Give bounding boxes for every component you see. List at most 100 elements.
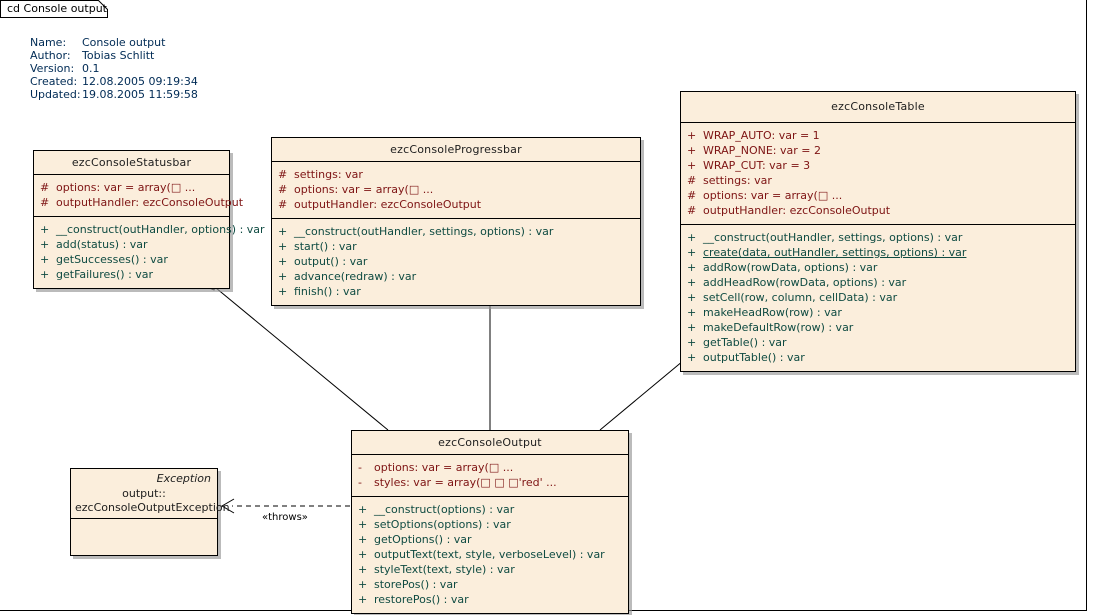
attribute-text: outputHandler: ezcConsoleOutput [703,204,891,217]
meta-key-version: Version: [30,62,75,75]
visibility-marker: # [278,198,288,211]
operation-row: + getTable() : var [681,335,1075,350]
attribute-row: + WRAP_NONE: var = 2 [681,143,1075,158]
attribute-text: options: var = array(□ ... [374,461,514,474]
class-title-ezcconsoleoutputexception: ezcConsoleOutputException [71,500,230,519]
operation-row: + __construct(outHandler, settings, opti… [272,224,640,239]
attribute-row: + WRAP_AUTO: var = 1 [681,128,1075,143]
operation-text: setOptions(options) : var [374,518,511,531]
operation-row: + add(status) : var [34,237,229,252]
operation-row: + makeHeadRow(row) : var [681,305,1075,320]
attribute-text: outputHandler: ezcConsoleOutput [294,198,482,211]
visibility-marker: # [278,183,288,196]
operation-text: storePos() : var [374,578,458,591]
meta-row-version: Version: 0.1 [30,62,198,75]
attribute-row: # settings: var [681,173,1075,188]
meta-row-created: Created: 12.08.2005 09:19:34 [30,75,198,88]
meta-row-author: Author: Tobias Schlitt [30,49,198,62]
operation-row: + outputTable() : var [681,350,1075,365]
operation-text: setCell(row, column, cellData) : var [703,291,898,304]
meta-value-name: Console output [82,36,166,49]
operation-row: + getFailures() : var [34,267,229,282]
class-operations-ezcconsolestatusbar: + __construct(outHandler, options) : var… [34,217,265,288]
visibility-marker: + [687,261,697,274]
operation-text: restorePos() : var [374,593,469,606]
operation-text: addRow(rowData, options) : var [703,261,878,274]
visibility-marker: + [687,129,697,142]
attribute-row: # options: var = array(□ ... [681,188,1075,203]
attribute-text: options: var = array(□ ... [703,189,843,202]
visibility-marker: # [687,189,697,202]
diagram-tab-label: cd Console output [7,2,107,15]
operation-text: addHeadRow(rowData, options) : var [703,276,907,289]
attribute-text: settings: var [703,174,772,187]
meta-value-created: 12.08.2005 09:19:34 [82,75,198,88]
visibility-marker: # [687,174,697,187]
operation-text: advance(redraw) : var [294,270,417,283]
operation-text: getSuccesses() : var [56,253,168,266]
meta-key-name: Name: [30,36,67,49]
attribute-row: - styles: var = array(□ □ □'red' ... [352,475,628,490]
attribute-row: # options: var = array(□ ... [272,182,640,197]
aggregation-line-statusbar-output [215,287,389,431]
operation-row: + __construct(outHandler, options) : var [34,222,265,237]
operation-text: __construct(outHandler, settings, option… [703,231,963,244]
operation-row: + addRow(rowData, options) : var [681,260,1075,275]
visibility-marker: + [358,593,368,606]
operation-row: + finish() : var [272,284,640,299]
class-box-ezcconsoletable[interactable]: ezcConsoleTable + WRAP_AUTO: var = 1 + W… [680,91,1076,372]
operation-text: add(status) : var [56,238,148,251]
meta-value-version: 0.1 [82,62,100,75]
operation-row: + create(data, outHandler, settings, opt… [681,245,1075,260]
visibility-marker: + [687,231,697,244]
operation-text: makeHeadRow(row) : var [703,306,842,319]
operation-row: + storePos() : var [352,577,628,592]
visibility-marker: + [358,518,368,531]
visibility-marker: + [687,291,697,304]
class-attributes-ezcconsoleoutput: - options: var = array(□ ... - styles: v… [352,455,628,497]
visibility-marker: + [40,238,50,251]
attribute-text: WRAP_AUTO: var = 1 [703,129,820,142]
visibility-marker: + [40,268,50,281]
visibility-marker: + [278,240,288,253]
class-title-ezcconsoleoutput: ezcConsoleOutput [352,431,628,455]
class-box-ezcconsoleprogressbar[interactable]: ezcConsoleProgressbar # settings: var # … [271,137,641,306]
operation-text: __construct(options) : var [374,503,515,516]
class-operations-ezcconsoletable: + __construct(outHandler, settings, opti… [681,225,1075,371]
operation-row: + styleText(text, style) : var [352,562,628,577]
operation-text: finish() : var [294,285,361,298]
class-box-ezcconsoleoutput[interactable]: ezcConsoleOutput - options: var = array(… [351,430,629,614]
class-box-ezcconsolestatusbar[interactable]: ezcConsoleStatusbar # options: var = arr… [33,150,265,289]
visibility-marker: + [278,270,288,283]
operation-row: + outputText(text, style, verboseLevel) … [352,547,628,562]
attribute-text: outputHandler: ezcConsoleOutput [56,196,244,209]
class-empty-compartment-exception [71,519,217,555]
class-title-ezcconsoleprogressbar: ezcConsoleProgressbar [272,138,640,162]
class-title-ezcconsolestatusbar: ezcConsoleStatusbar [34,151,229,175]
attribute-row: # outputHandler: ezcConsoleOutput [34,195,243,210]
operation-row: + makeDefaultRow(row) : var [681,320,1075,335]
operation-row: + output() : var [272,254,640,269]
operation-text: styleText(text, style) : var [374,563,515,576]
operation-text: output() : var [294,255,368,268]
visibility-marker: # [687,204,697,217]
operation-row: + setCell(row, column, cellData) : var [681,290,1075,305]
attribute-text: styles: var = array(□ □ □'red' ... [374,476,557,489]
diagram-tab[interactable]: cd Console output [0,0,108,18]
operation-text-static: create(data, outHandler, settings, optio… [703,246,967,259]
class-stereotype-exception: Exception [156,472,211,485]
diagram-metadata: Name: Console output Author: Tobias Schl… [30,36,198,101]
visibility-marker: + [40,223,50,236]
class-box-ezcconsoleoutputexception[interactable]: Exception output:: ezcConsoleOutputExcep… [70,468,230,556]
visibility-marker: + [358,548,368,561]
class-attributes-ezcconsoletable: + WRAP_AUTO: var = 1 + WRAP_NONE: var = … [681,123,1075,225]
class-title-ezcconsoletable: ezcConsoleTable [681,92,1075,123]
visibility-marker: + [358,578,368,591]
meta-value-author: Tobias Schlitt [82,49,155,62]
operation-text: getOptions() : var [374,533,472,546]
operation-text: __construct(outHandler, options) : var [56,223,265,236]
visibility-marker: + [687,246,697,259]
class-operations-ezcconsoleprogressbar: + __construct(outHandler, settings, opti… [272,219,640,305]
class-operations-ezcconsoleoutput: + __construct(options) : var + setOption… [352,497,628,613]
operation-text: outputTable() : var [703,351,805,364]
